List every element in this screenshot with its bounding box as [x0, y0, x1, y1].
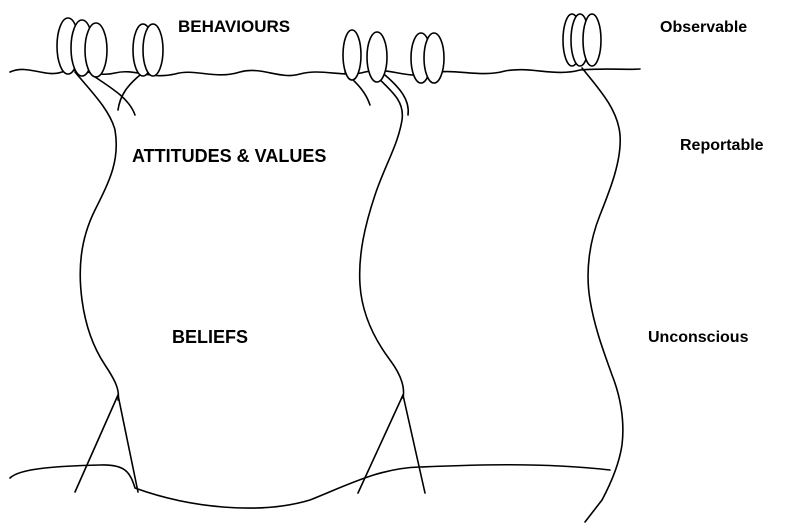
middle-ring-group — [343, 30, 387, 82]
left-drape-right — [118, 395, 138, 492]
beliefs-label: BELIEFS — [172, 327, 248, 347]
left-drape-left — [75, 395, 118, 492]
top-surface-line — [10, 69, 640, 76]
behaviours-label: BEHAVIOURS — [178, 17, 290, 36]
ring-icon — [143, 24, 163, 76]
attitudes-values-label: ATTITUDES & VALUES — [132, 146, 326, 166]
bottom-ground-line — [10, 465, 610, 508]
middle-drape-right — [403, 395, 425, 493]
middle-right-ring-group — [411, 33, 444, 83]
right-curtain-edge — [582, 68, 623, 500]
observable-label: Observable — [660, 19, 747, 36]
left-center-ring-group — [133, 24, 163, 76]
left-curtain-edge — [75, 72, 118, 400]
ring-icon — [343, 30, 361, 80]
left-ring-group — [57, 18, 107, 77]
middle-curtain-edge — [360, 72, 404, 398]
ring-icon — [367, 32, 387, 82]
middle-curtain-edge-inner — [385, 75, 408, 115]
reportable-label: Reportable — [680, 137, 764, 154]
middle-drape-left — [358, 395, 403, 493]
ring-icon — [424, 33, 444, 83]
left-curtain-edge-inner — [92, 75, 135, 115]
unconscious-label: Unconscious — [648, 329, 749, 346]
right-drape-tail — [585, 500, 602, 522]
ring-icon — [85, 23, 107, 77]
right-ring-group — [563, 14, 601, 66]
ring-icon — [583, 14, 601, 66]
